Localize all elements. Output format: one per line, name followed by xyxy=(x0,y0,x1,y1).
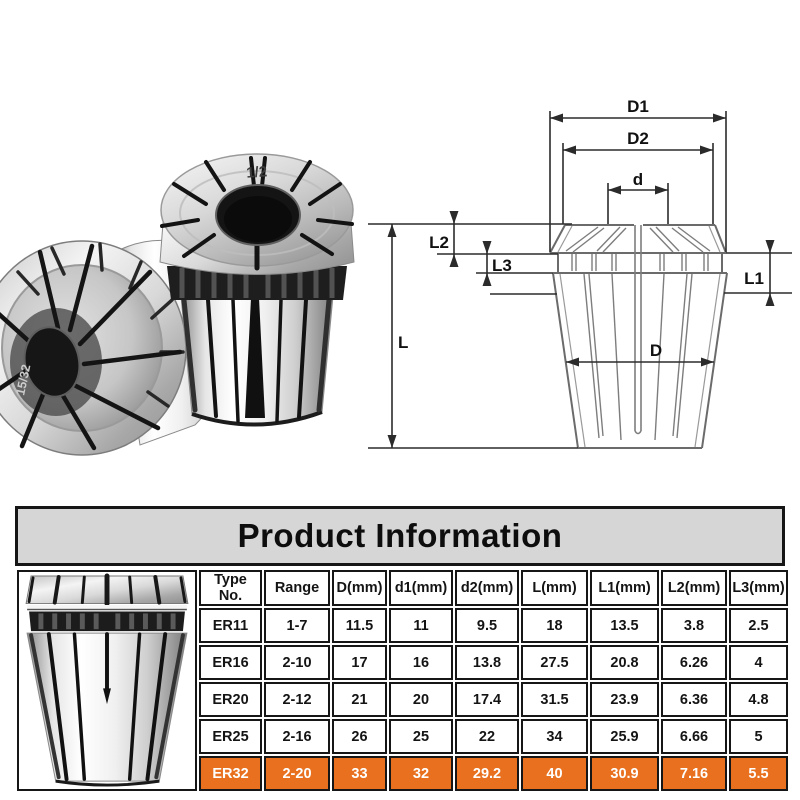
upright-body-slits xyxy=(181,297,332,423)
cell-D: 17 xyxy=(332,645,387,680)
cell-L: 27.5 xyxy=(521,645,588,680)
lying-collet: 15/32 xyxy=(0,239,241,456)
spec-table-header-row: Type No. Range D(mm) d1(mm) d2(mm) L(mm)… xyxy=(17,570,788,791)
table-row-er25: ER25 2-16 26 25 22 34 25.9 6.66 5 xyxy=(17,719,788,754)
cell-range: 2-16 xyxy=(264,719,330,754)
collet-product-photo: 15/32 xyxy=(0,153,355,456)
cell-type: ER11 xyxy=(199,608,262,643)
cell-L3: 4.8 xyxy=(729,682,788,717)
cell-d2: 17.4 xyxy=(455,682,519,717)
cell-L2: 7.16 xyxy=(661,756,727,791)
cell-L3: 5 xyxy=(729,719,788,754)
cell-L1: 25.9 xyxy=(590,719,659,754)
table-row-er32-highlighted: ER32 2-20 33 32 29.2 40 30.9 7.16 5.5 xyxy=(17,756,788,791)
cell-D: 21 xyxy=(332,682,387,717)
cell-d1: 25 xyxy=(389,719,453,754)
table-row-er20: ER20 2-12 21 20 17.4 31.5 23.9 6.36 4.8 xyxy=(17,682,788,717)
cell-L3: 5.5 xyxy=(729,756,788,791)
cell-type: ER16 xyxy=(199,645,262,680)
dimension-lines xyxy=(368,111,792,449)
dimension-diagram: D1 D2 d L L2 L3 L1 D xyxy=(368,97,792,449)
col-header-range: Range xyxy=(264,570,330,606)
col-header-L1: L1(mm) xyxy=(590,570,659,606)
cell-L: 31.5 xyxy=(521,682,588,717)
cell-L3: 2.5 xyxy=(729,608,788,643)
cell-d1: 20 xyxy=(389,682,453,717)
col-header-L: L(mm) xyxy=(521,570,588,606)
col-header-L3: L3(mm) xyxy=(729,570,788,606)
lying-collet-slits xyxy=(0,243,183,451)
col-header-type: Type No. xyxy=(199,570,262,606)
table-photo-cap-slits xyxy=(27,573,187,607)
cell-range: 1-7 xyxy=(264,608,330,643)
col-header-L2: L2(mm) xyxy=(661,570,727,606)
table-photo-body-slits xyxy=(29,632,185,782)
col-header-D: D(mm) xyxy=(332,570,387,606)
dim-label-D2: D2 xyxy=(627,129,649,148)
dim-label-D: D xyxy=(650,341,662,360)
cell-L: 18 xyxy=(521,608,588,643)
cell-d1: 16 xyxy=(389,645,453,680)
dim-label-d: d xyxy=(633,170,643,189)
product-information-title: Product Information xyxy=(15,506,785,566)
lying-collet-size-marking: 15/32 xyxy=(13,363,33,397)
cell-L3: 4 xyxy=(729,645,788,680)
diagram-center-slot xyxy=(634,225,642,435)
upright-face-slits xyxy=(160,156,354,271)
cell-d2: 13.8 xyxy=(455,645,519,680)
cell-type: ER25 xyxy=(199,719,262,754)
table-collet-photo-cell xyxy=(17,570,197,791)
cell-type: ER20 xyxy=(199,682,262,717)
dim-label-L2: L2 xyxy=(429,233,449,252)
dim-label-L: L xyxy=(398,333,408,352)
table-row-er11: ER11 1-7 11.5 11 9.5 18 13.5 3.8 2.5 xyxy=(17,608,788,643)
dim-label-L1: L1 xyxy=(744,269,764,288)
cell-d2: 22 xyxy=(455,719,519,754)
cell-range: 2-12 xyxy=(264,682,330,717)
diagram-collet-outline xyxy=(549,224,728,449)
dim-label-L3: L3 xyxy=(492,256,512,275)
cell-L1: 30.9 xyxy=(590,756,659,791)
diagram-slits xyxy=(565,226,711,441)
cell-L: 40 xyxy=(521,756,588,791)
diagram-edge-doubles xyxy=(557,225,721,448)
cell-d1: 32 xyxy=(389,756,453,791)
upright-collet-size-marking: 1/2 xyxy=(246,163,268,181)
cell-L2: 6.66 xyxy=(661,719,727,754)
cell-D: 33 xyxy=(332,756,387,791)
cell-L2: 6.26 xyxy=(661,645,727,680)
cell-d1: 11 xyxy=(389,608,453,643)
dimension-arrows xyxy=(387,113,775,448)
dim-label-D1: D1 xyxy=(627,97,649,116)
table-collet-photo xyxy=(25,573,189,787)
table-photo-groove xyxy=(38,613,176,630)
cell-L1: 20.8 xyxy=(590,645,659,680)
cell-L1: 13.5 xyxy=(590,608,659,643)
cell-range: 2-20 xyxy=(264,756,330,791)
col-header-d1: d1(mm) xyxy=(389,570,453,606)
cell-D: 11.5 xyxy=(332,608,387,643)
cell-D: 26 xyxy=(332,719,387,754)
spec-table: Type No. Range D(mm) d1(mm) d2(mm) L(mm)… xyxy=(15,568,790,793)
cell-L: 34 xyxy=(521,719,588,754)
cell-L2: 6.36 xyxy=(661,682,727,717)
col-header-d2: d2(mm) xyxy=(455,570,519,606)
cell-d2: 29.2 xyxy=(455,756,519,791)
upright-collet: 1/2 xyxy=(159,153,355,427)
cell-type: ER32 xyxy=(199,756,262,791)
cell-range: 2-10 xyxy=(264,645,330,680)
table-row-er16: ER16 2-10 17 16 13.8 27.5 20.8 6.26 4 xyxy=(17,645,788,680)
cell-d2: 9.5 xyxy=(455,608,519,643)
cell-L1: 23.9 xyxy=(590,682,659,717)
cell-L2: 3.8 xyxy=(661,608,727,643)
